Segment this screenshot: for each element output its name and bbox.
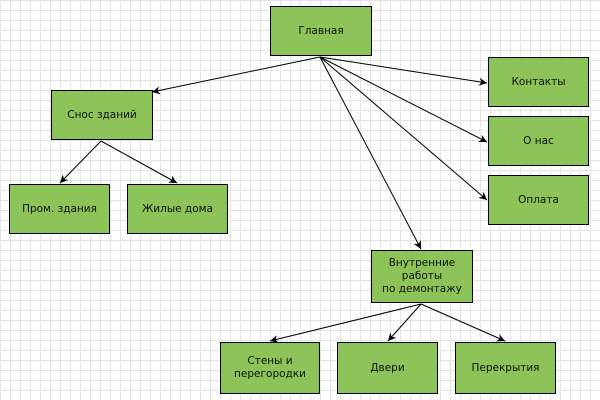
node-demolition[interactable]: Снос зданий: [51, 90, 153, 140]
node-doors[interactable]: Двери: [337, 342, 438, 394]
edge-main-to-oplata: [319, 56, 488, 201]
edge-main-to-snos: [151, 56, 321, 95]
node-floor-slabs[interactable]: Перекрытия: [455, 342, 556, 394]
node-about-us[interactable]: О нас: [488, 116, 589, 166]
node-industrial-buildings[interactable]: Пром. здания: [9, 184, 110, 234]
node-contacts[interactable]: Контакты: [488, 57, 589, 107]
edge-vnutr-to-dveri: [387, 303, 422, 342]
edge-main-to-vnutr: [319, 56, 422, 250]
edge-vnutr-to-steny: [269, 303, 422, 343]
node-residential-houses[interactable]: Жилые дома: [127, 184, 228, 234]
edge-snos-to-prom: [59, 140, 102, 184]
node-interior-demolition[interactable]: Внутренние работы по демонтажу: [371, 250, 473, 303]
edge-main-to-onas: [319, 56, 488, 143]
edge-snos-to-zhilye: [100, 140, 178, 184]
node-main[interactable]: Главная: [270, 6, 372, 56]
edge-main-to-kontakty: [319, 56, 488, 86]
node-walls-partitions[interactable]: Стены и перегородки: [220, 342, 320, 394]
edge-vnutr-to-perekr: [420, 303, 506, 342]
node-payment[interactable]: Оплата: [488, 175, 589, 225]
